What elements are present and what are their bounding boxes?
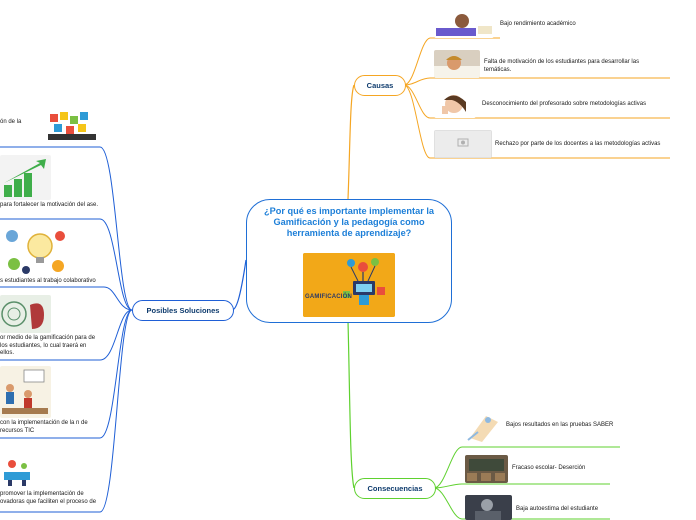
soluciones-node[interactable]: Posibles Soluciones — [132, 300, 234, 321]
causa-3-text[interactable]: Desconocimiento del profesorado sobre me… — [482, 101, 647, 107]
consecuencias-label: Consecuencias — [367, 484, 423, 493]
connector-central-consecuencias — [347, 320, 355, 489]
causa-1-text[interactable]: Bajo rendimiento académico — [500, 21, 576, 27]
causas-node[interactable]: Causas — [354, 75, 406, 96]
connector-conseq-1 — [433, 446, 620, 489]
causa-2-text[interactable]: Falta de motivación de los estudiantes p… — [484, 59, 640, 73]
solucion-5-text[interactable]: con la implementación de la n de recurso… — [0, 420, 88, 434]
central-topic[interactable]: ¿Por qué es importante implementar la Ga… — [246, 199, 452, 323]
connector-central-soluciones — [231, 259, 247, 311]
connector-causas-3 — [403, 84, 670, 119]
connector-causas-2 — [403, 77, 670, 86]
consecuencia-3-text[interactable]: Baja autoestima del estudiante — [516, 506, 599, 512]
central-topic-title: ¿Por qué es importante implementar la Ga… — [263, 206, 434, 238]
solucion-1-text[interactable]: ón de la — [0, 119, 22, 125]
solucion-4-text[interactable]: or medio de la gamificación para de los … — [0, 335, 96, 356]
connector-sol-6 — [0, 309, 133, 513]
connector-causas-1 — [403, 37, 500, 86]
causas-label: Causas — [366, 81, 394, 90]
consecuencias-node[interactable]: Consecuencias — [354, 478, 436, 499]
causa-4-text[interactable]: Rechazo por parte de los docentes a las … — [495, 141, 661, 147]
causa-3-image — [434, 90, 476, 118]
connector-causas-4 — [403, 84, 670, 159]
consecuencia-3-image — [465, 495, 512, 520]
solucion-3-text[interactable]: s estudiantes al trabajo colaborativo — [0, 278, 96, 284]
solucion-5-image — [0, 366, 51, 418]
gamification-image-text: GAMIFICACIÓN — [305, 294, 353, 300]
solucion-1-image — [44, 108, 100, 144]
soluciones-label: Posibles Soluciones — [146, 306, 220, 315]
consecuencia-2-image — [465, 455, 508, 483]
connector-sol-2 — [0, 218, 133, 311]
connector-sol-1 — [0, 146, 133, 311]
connector-sol-3 — [0, 286, 133, 311]
connector-sol-5 — [0, 309, 133, 439]
consecuencia-1-text[interactable]: Bajos resultados en las pruebas SABER — [506, 422, 614, 428]
solucion-2-text[interactable]: para fortalecer la motivación del ase. — [0, 202, 99, 208]
solucion-2-image — [0, 155, 51, 200]
connector-central-causas — [347, 84, 355, 200]
consecuencia-2-text[interactable]: Fracaso escolar- Deserción — [512, 465, 586, 471]
solucion-4-image — [0, 295, 51, 333]
solucion-3-image — [0, 224, 68, 276]
connector-sol-4 — [0, 309, 133, 361]
connector-conseq-3 — [433, 487, 610, 520]
gamification-image: GAMIFICACIÓN — [303, 253, 395, 317]
causa-1-image — [434, 10, 494, 38]
causa-4-image — [434, 130, 492, 158]
solucion-6-image — [0, 452, 34, 488]
consecuencia-1-image — [464, 410, 502, 444]
causa-2-image — [434, 50, 480, 78]
solucion-6-text[interactable]: promover la implementación de ovadoras q… — [0, 491, 97, 505]
connector-conseq-2 — [433, 483, 610, 489]
